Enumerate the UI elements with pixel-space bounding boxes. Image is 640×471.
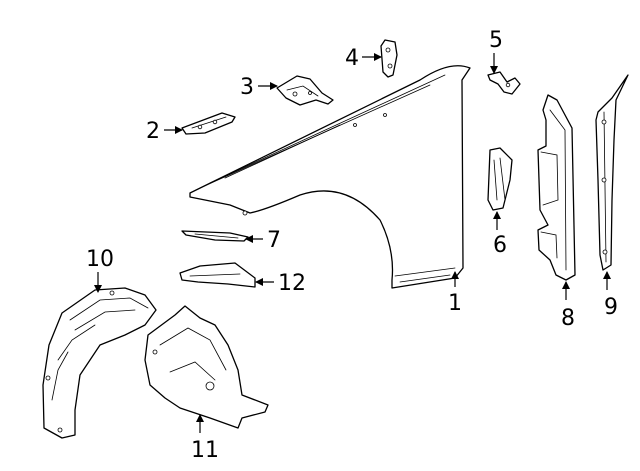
callout-9: 9 (604, 295, 618, 320)
callout-11: 11 (191, 438, 219, 463)
callout-6: 6 (493, 233, 507, 258)
callout-7: 7 (267, 228, 281, 253)
callout-10: 10 (86, 247, 114, 272)
part-2-bracket[interactable] (181, 112, 236, 135)
part-8-seal[interactable] (537, 94, 576, 281)
part-1-fender[interactable] (189, 65, 471, 289)
callout-3: 3 (240, 75, 254, 100)
part-6-bracket[interactable] (487, 147, 513, 211)
callout-2: 2 (146, 119, 160, 144)
part-10-wheelhouse-liner[interactable] (42, 287, 157, 439)
part-11-liner[interactable] (144, 305, 269, 429)
part-5-clip[interactable] (487, 71, 521, 95)
part-12-panel[interactable] (179, 262, 256, 288)
callout-5: 5 (489, 28, 503, 53)
callout-1: 1 (448, 291, 462, 316)
callout-4: 4 (345, 46, 359, 71)
part-9-seal-strip[interactable] (595, 74, 629, 271)
part-7-strip[interactable] (181, 230, 249, 242)
callout-12: 12 (278, 271, 306, 296)
callout-8: 8 (561, 306, 575, 331)
part-3-bracket[interactable] (276, 75, 334, 106)
part-4-bracket[interactable] (380, 39, 398, 78)
